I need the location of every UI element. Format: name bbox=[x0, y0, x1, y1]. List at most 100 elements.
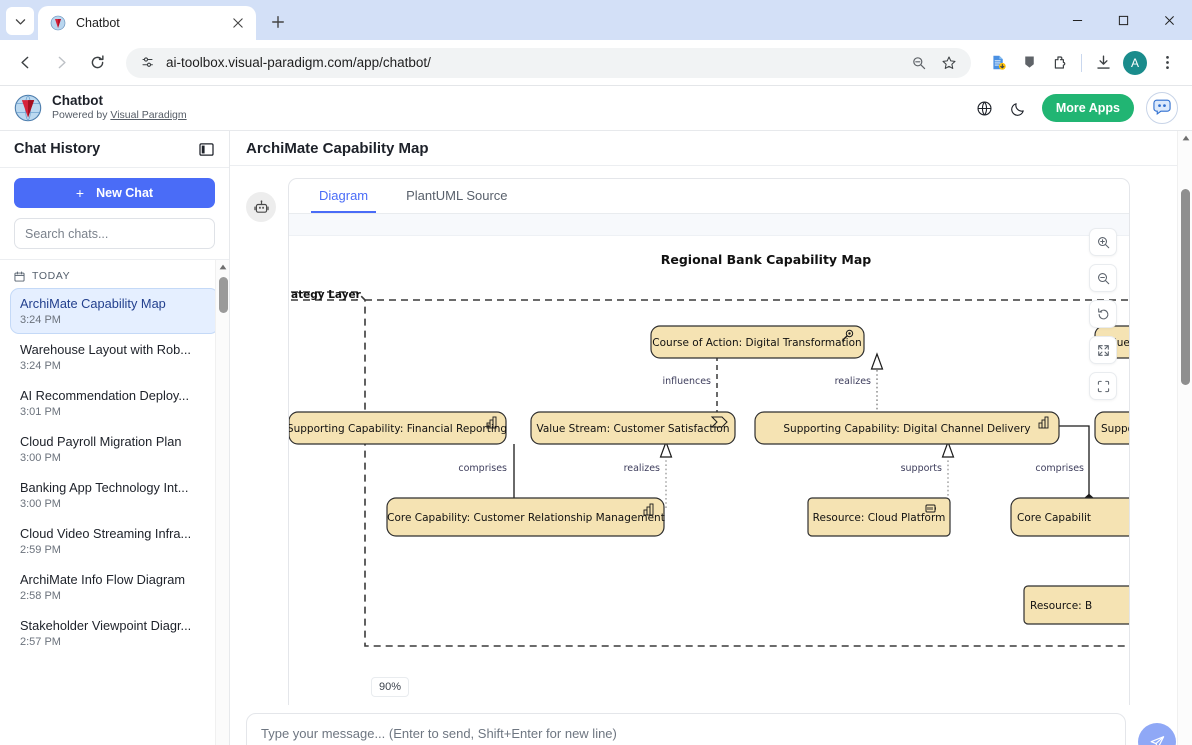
node-value-stream-customer-satisfaction: Value Stream: Customer Satisfaction bbox=[530, 411, 736, 445]
tab-search-button[interactable] bbox=[6, 7, 34, 35]
zoom-in-icon bbox=[1097, 236, 1109, 248]
account-avatar-button[interactable] bbox=[1146, 92, 1178, 124]
visual-paradigm-logo bbox=[14, 94, 42, 122]
omnibox-actions bbox=[905, 50, 963, 76]
plus-icon: + bbox=[75, 185, 85, 201]
diagram-canvas[interactable]: Regional Bank Capability Map ategy Layer… bbox=[289, 236, 1129, 705]
fit-to-screen-button[interactable] bbox=[1089, 336, 1117, 364]
node-supporting-financial-reporting: Supporting Capability: Financial Reporti… bbox=[289, 411, 507, 445]
sidebar-scroll-up-button[interactable] bbox=[216, 260, 229, 274]
zoom-indicator-button[interactable] bbox=[905, 50, 933, 76]
send-button[interactable] bbox=[1138, 723, 1176, 745]
more-apps-button[interactable]: More Apps bbox=[1041, 94, 1134, 122]
chat-history-item[interactable]: AI Recommendation Deploy...3:01 PM bbox=[10, 380, 219, 426]
chat-group-header: TODAY bbox=[0, 266, 229, 288]
window-minimize-button[interactable] bbox=[1054, 0, 1100, 40]
window-maximize-button[interactable] bbox=[1100, 0, 1146, 40]
main-layout: Chat History + New Chat TODAY bbox=[0, 131, 1192, 745]
diagram-topbar bbox=[289, 214, 1129, 236]
reload-icon bbox=[91, 55, 104, 69]
bookmark-button[interactable] bbox=[935, 50, 963, 76]
tab-close-button[interactable] bbox=[228, 13, 248, 33]
reset-view-button[interactable] bbox=[1089, 300, 1117, 328]
chat-item-title: Cloud Video Streaming Infra... bbox=[20, 525, 192, 541]
page-scroll-thumb[interactable] bbox=[1181, 189, 1190, 385]
kebab-menu-icon bbox=[1165, 56, 1169, 69]
close-icon bbox=[1164, 15, 1174, 25]
chat-history-item[interactable]: Cloud Video Streaming Infra... 2:59 PM bbox=[10, 518, 219, 564]
new-chat-button[interactable]: + New Chat bbox=[14, 178, 215, 208]
node-course-of-action: Course of Action: Digital Transformation bbox=[650, 325, 865, 359]
globe-icon bbox=[977, 100, 992, 116]
chat-item-title: AI Recommendation Deploy... bbox=[20, 387, 190, 403]
page-scrollbar[interactable] bbox=[1177, 131, 1192, 745]
zoom-out-button[interactable] bbox=[1089, 264, 1117, 292]
star-icon bbox=[942, 55, 956, 69]
node-supporting-clipped: Supporting bbox=[1094, 411, 1129, 445]
theme-toggle-button[interactable] bbox=[1008, 97, 1030, 119]
svg-text:Core Capability: Customer Rela: Core Capability: Customer Relationship M… bbox=[387, 512, 665, 524]
bookmark-pin-button[interactable] bbox=[1014, 48, 1044, 78]
svg-text:realizes: realizes bbox=[624, 463, 660, 474]
browser-tab[interactable]: Chatbot bbox=[38, 6, 256, 40]
page-scroll-up-button[interactable] bbox=[1178, 131, 1192, 145]
bot-avatar bbox=[246, 192, 276, 222]
chat-history-item[interactable]: Stakeholder Viewpoint Diagr... 2:57 PM bbox=[10, 610, 219, 656]
chat-item-time: 3:00 PM bbox=[20, 497, 61, 510]
sidebar-scroll-thumb[interactable] bbox=[219, 277, 228, 313]
extensions-button[interactable] bbox=[1045, 48, 1075, 78]
app-title-block: Chatbot Powered by Visual Paradigm bbox=[52, 93, 187, 122]
chat-item-title: Stakeholder Viewpoint Diagr... bbox=[20, 617, 192, 633]
svg-text:Course of Action: Digital Tran: Course of Action: Digital Transformation bbox=[652, 337, 861, 349]
sidebar-collapse-button[interactable] bbox=[197, 140, 215, 158]
chat-history-item[interactable]: Banking App Technology Int...3:00 PM bbox=[10, 472, 219, 518]
close-icon bbox=[233, 18, 243, 28]
robot-icon bbox=[253, 199, 269, 213]
message-input[interactable] bbox=[246, 713, 1126, 745]
downloads-button[interactable] bbox=[1088, 48, 1118, 78]
archimate-diagram: Regional Bank Capability Map ategy Layer… bbox=[289, 252, 1129, 647]
tab-plantuml-source[interactable]: PlantUML Source bbox=[406, 187, 508, 203]
file-download-badge-button[interactable] bbox=[983, 48, 1013, 78]
search-chats-input[interactable] bbox=[14, 218, 215, 249]
forward-arrow-icon bbox=[58, 56, 66, 69]
chat-item-time: 2:59 PM bbox=[20, 543, 61, 556]
back-arrow-icon bbox=[20, 56, 28, 69]
zoom-out-icon bbox=[1097, 272, 1109, 284]
sidebar-scrollbar[interactable] bbox=[215, 260, 229, 745]
window-close-button[interactable] bbox=[1146, 0, 1192, 40]
new-tab-button[interactable] bbox=[264, 8, 292, 36]
tab-diagram[interactable]: Diagram bbox=[311, 179, 377, 213]
visual-paradigm-link[interactable]: Visual Paradigm bbox=[110, 108, 187, 121]
url-text: ai-toolbox.visual-paradigm.com/app/chatb… bbox=[166, 55, 431, 70]
chat-item-time: 2:57 PM bbox=[20, 635, 61, 648]
forward-button[interactable] bbox=[46, 48, 76, 78]
focus-button[interactable] bbox=[1089, 372, 1117, 400]
diagram-card: Diagram PlantUML Source bbox=[288, 178, 1130, 705]
address-bar[interactable]: ai-toolbox.visual-paradigm.com/app/chatb… bbox=[126, 47, 971, 78]
site-settings-button[interactable] bbox=[134, 52, 160, 74]
zoom-in-button[interactable] bbox=[1089, 228, 1117, 256]
zoom-level-badge: 90% bbox=[371, 677, 410, 697]
chat-item-title: Cloud Payroll Migration Plan bbox=[20, 433, 182, 449]
svg-text:Supporting: Supporting bbox=[1101, 423, 1129, 435]
browser-menu-button[interactable] bbox=[1152, 48, 1182, 78]
maximize-icon bbox=[1118, 15, 1128, 25]
chat-history-item[interactable]: Warehouse Layout with Rob...3:24 PM bbox=[10, 334, 219, 380]
panel-collapse-icon bbox=[198, 142, 214, 156]
svg-text:Resource: B: Resource: B bbox=[1030, 600, 1092, 612]
chat-item-title: ArchiMate Info Flow Diagram bbox=[20, 571, 185, 587]
back-button[interactable] bbox=[10, 48, 40, 78]
profile-avatar[interactable]: A bbox=[1123, 50, 1147, 75]
diagram-viewport[interactable]: Regional Bank Capability Map ategy Layer… bbox=[289, 213, 1129, 705]
chat-item-title: Warehouse Layout with Rob... bbox=[20, 341, 191, 357]
language-button[interactable] bbox=[974, 97, 996, 119]
expand-arrows-icon bbox=[1097, 344, 1109, 356]
reload-button[interactable] bbox=[82, 48, 112, 78]
app-title: Chatbot bbox=[52, 93, 103, 109]
new-chat-label: New Chat bbox=[96, 186, 154, 200]
